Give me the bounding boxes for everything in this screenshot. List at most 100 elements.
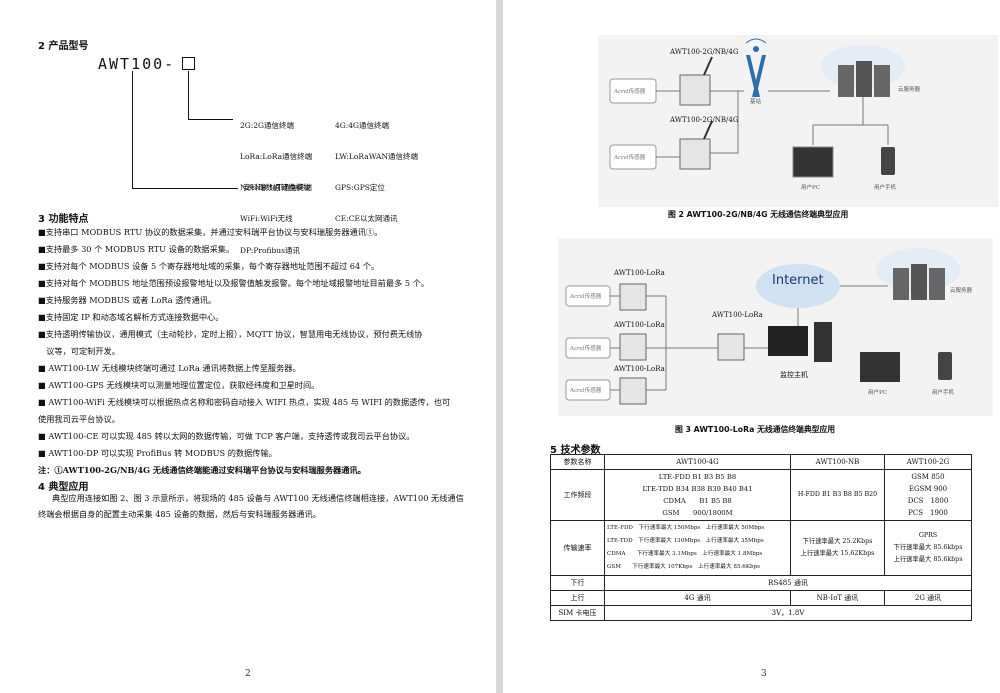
figure-2-drawing: [598, 35, 998, 207]
figure-3: AWT100-LoRa AWT100-LoRa AWT100-LoRa AWT1…: [558, 238, 993, 416]
fig2-sensor-1: Acrel传感器: [614, 89, 646, 95]
fig3-pc: 用户PC: [868, 390, 887, 396]
option-4g: 4G:4G通信终端: [335, 120, 390, 130]
fig2-phone: 用户手机: [874, 185, 897, 191]
table-row: 下行 RS485 通讯: [550, 575, 972, 591]
pc-icon: [792, 146, 834, 178]
band-4g-line: LTE-TDD B34 B38 B39 B40 B41: [642, 485, 753, 493]
row-band-2g: GSM 850 EGSM 900 DCS 1800 PCS 1900: [884, 469, 972, 521]
rate-4g-line: LTE-FDD 下行速率最大 150Mbps 上行速率最大 50Mbps: [607, 525, 765, 531]
rate-4g-line: LTE-TDD 下行速率最大 130Mbps 上行速率最大 35Mbps: [607, 538, 764, 544]
feature-item: 使用我司云平台协议。: [38, 414, 120, 424]
feature-item: ■ AWT100-DP 可以实现 ProfiBus 转 MODBUS 的数据传输…: [38, 448, 277, 458]
section-3-title: 3 功能特点: [38, 214, 89, 225]
feature-item: ■支持最多 30 个 MODBUS RTU 设备的数据采集。: [38, 244, 235, 254]
option-dp: DP:Profibus通讯: [240, 245, 300, 255]
feature-item: ■ AWT100-CE 可以实现 485 转以太网的数据传输，可做 TCP 客户…: [38, 431, 415, 441]
table-row: 参数名称 AWT100-4G AWT100-NB AWT100-2G: [550, 454, 972, 470]
option-lw: LW:LoRaWAN通信终端: [335, 152, 419, 162]
fig3-host: 监控主机: [780, 371, 808, 379]
bracket-line-h2: [132, 188, 238, 189]
section-2-title: 2 产品型号: [38, 41, 89, 52]
row-rate-4g: LTE-FDD 下行速率最大 150Mbps 上行速率最大 50Mbps LTE…: [604, 520, 791, 576]
fig3-phone: 用户手机: [932, 390, 955, 396]
th-nb: AWT100-NB: [790, 454, 885, 470]
band-4g-line: CDMA B1 B5 B8: [663, 497, 732, 505]
feature-item: ■ AWT100-LW 无线模块终端可通过 LoRa 通讯将数据上传至服务器。: [38, 363, 301, 373]
band-2g-line: PCS 1900: [908, 509, 948, 517]
fig3-device-3: AWT100-LoRa: [614, 365, 665, 373]
table-row: SIM 卡电压 3V，1.8V: [550, 605, 972, 621]
feature-item: ■支持透明传输协议，通用模式（主动轮抄，定时上报），MQTT 协议，智慧用电无线…: [38, 329, 423, 339]
section-4-title: 4 典型应用: [38, 482, 89, 493]
fig3-device-2: AWT100-LoRa: [614, 321, 665, 329]
fig3-gateway: AWT100-LoRa: [712, 311, 763, 319]
options-col1: 2G:2G通信终端 LoRa:LoRa通信终端 NB:NB-IoT通信终端 Wi…: [240, 100, 312, 277]
row-rate-nb: 下行速率最大 25.2Kbps 上行速率最大 15.62Kbps: [790, 520, 885, 576]
option-nb: NB:NB-IoT通信终端: [240, 183, 312, 193]
fig2-device-label-1: AWT100-2G/NB/4G: [670, 48, 739, 56]
feature-item: ■ AWT100-WiFi 无线模块可以根据热点名称和密码自动接入 WIFI 热…: [38, 397, 451, 407]
fig3-device-1: AWT100-LoRa: [614, 269, 665, 277]
fig2-cloud: 云服务器: [898, 87, 921, 93]
feature-list: ■支持串口 MODBUS RTU 协议的数据采集，并通过安科瑞平台协议与安科瑞服…: [38, 224, 468, 479]
feature-item: ■支持固定 IP 和动态域名解析方式连接数据中心。: [38, 312, 224, 322]
band-2g-line: DCS 1800: [907, 497, 949, 505]
feature-item: ■支持对每个 MODBUS 设备 5 个寄存器地址域的采集，每个寄存器地址范围不…: [38, 261, 380, 271]
bracket-line-h1: [188, 119, 233, 120]
rate-2g-line: 上行速率最大 85.6kbps: [893, 556, 963, 563]
page-number: 3: [761, 669, 767, 679]
fig3-sensor-3: Acrel传感器: [570, 388, 602, 394]
row-up-nb: NB-IoT 通讯: [790, 590, 885, 606]
band-4g-line: GSM 900/1800M: [662, 509, 733, 517]
option-lora: LoRa:LoRa通信终端: [240, 152, 313, 162]
row-sim-label: SIM 卡电压: [550, 605, 605, 621]
option-ce: CE:CE以太网通讯: [335, 214, 398, 224]
model-caption: 安科瑞数据转换模块: [243, 183, 311, 192]
row-up-4g: 4G 通讯: [604, 590, 791, 606]
page-number: 2: [245, 669, 251, 679]
internet-cloud-icon: [756, 264, 840, 308]
fig3-cloud: 云服务器: [950, 288, 973, 294]
th-4g: AWT100-4G: [604, 454, 791, 470]
feature-item: ■支持服务器 MODBUS 或者 LoRa 透传通讯。: [38, 295, 217, 305]
fig3-sensor-1: Acrel传感器: [570, 294, 602, 300]
fig2-sensor-2: Acrel传感器: [614, 155, 646, 161]
row-up-label: 上行: [550, 590, 605, 606]
rate-nb-line: 上行速率最大 15.62Kbps: [800, 550, 875, 557]
table-row: 传输速率 LTE-FDD 下行速率最大 150Mbps 上行速率最大 50Mbp…: [550, 520, 972, 576]
option-gps: GPS:GPS定位: [335, 183, 385, 193]
footnote: 注：①AWT100-2G/NB/4G 无线通信终端能通过安科瑞平台协议与安科瑞服…: [38, 465, 366, 475]
table-row: 工作频段 LTE-FDD B1 B3 B5 B8 LTE-TDD B34 B38…: [550, 469, 972, 521]
bracket-line-v2: [132, 71, 133, 188]
device-icon: [679, 138, 711, 170]
fig3-internet: Internet: [772, 273, 824, 288]
row-band-4g: LTE-FDD B1 B3 B5 B8 LTE-TDD B34 B38 B39 …: [604, 469, 791, 521]
fig2-device-label-2: AWT100-2G/NB/4G: [670, 116, 739, 124]
fig2-tower: 基站: [750, 99, 762, 105]
figure-3-drawing: [558, 238, 993, 416]
feature-item: ■支持串口 MODBUS RTU 协议的数据采集，并通过安科瑞平台协议与安科瑞服…: [38, 227, 383, 237]
options-col2: 4G:4G通信终端 LW:LoRaWAN通信终端 GPS:GPS定位 CE:CE…: [335, 100, 418, 246]
rate-nb-line: 下行速率最大 25.2Kbps: [802, 538, 873, 545]
rate-4g-line: CDMA 下行速率最大 3.1Mbps 上行速率最大 1.8Mbps: [607, 551, 763, 557]
rate-2g-line: 下行速率最大 85.6kbps: [893, 544, 963, 551]
fig3-caption: 图 3 AWT100-LoRa 无线通信终端典型应用: [675, 425, 836, 434]
right-page: AWT100-2G/NB/4G AWT100-2G/NB/4G Acrel传感器…: [503, 0, 1000, 693]
monitor-host-icon: [768, 326, 808, 356]
th-2g: AWT100-2G: [884, 454, 972, 470]
phone-icon: [881, 147, 895, 175]
row-sim-value: 3V，1.8V: [604, 605, 972, 621]
bracket-line-v1: [188, 71, 189, 119]
th-param: 参数名称: [550, 454, 605, 470]
row-down-label: 下行: [550, 575, 605, 591]
figure-2: AWT100-2G/NB/4G AWT100-2G/NB/4G Acrel传感器…: [598, 35, 998, 207]
fig2-pc: 用户PC: [801, 185, 820, 191]
row-band-nb: H-FDD B1 B3 B8 B5 B20: [790, 469, 885, 521]
feature-item: ■ AWT100-GPS 无线模块可以测量地理位置定位，获取经纬度和卫星时间。: [38, 380, 320, 390]
row-rate-label: 传输速率: [550, 520, 605, 576]
row-band-label: 工作频段: [550, 469, 605, 521]
option-2g: 2G:2G通信终端: [240, 120, 295, 130]
row-up-2g: 2G 通讯: [884, 590, 972, 606]
option-wifi: WiFi:WiFi无线: [240, 214, 293, 224]
